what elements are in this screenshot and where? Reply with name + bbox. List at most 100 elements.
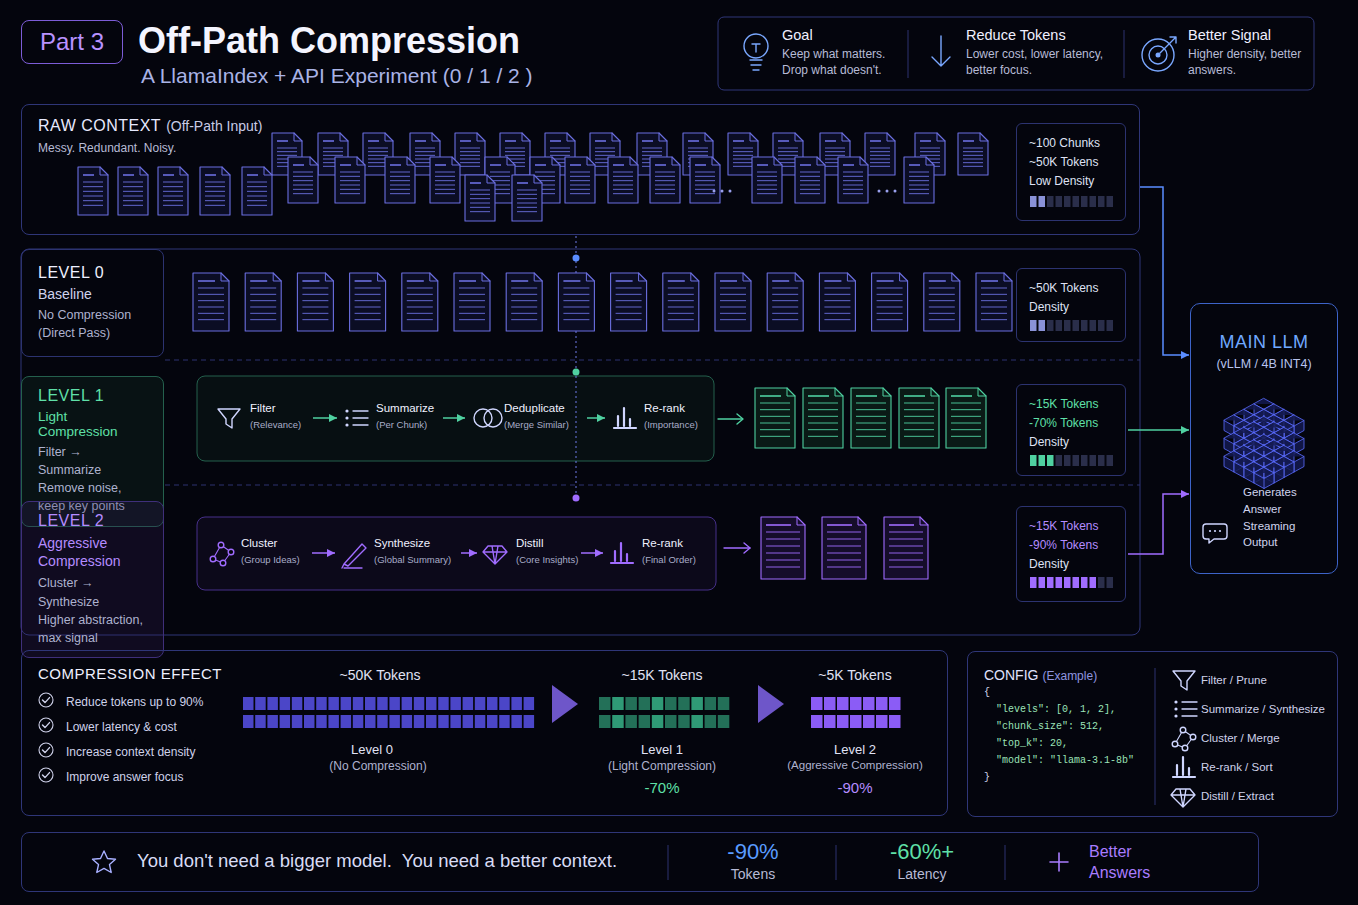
- config-panel: CONFIG(Example){"levels": [0, 1, 2],"chu…: [967, 651, 1338, 817]
- document-line: [613, 164, 624, 166]
- node-text: Density: [1029, 298, 1113, 317]
- document-icon: [920, 517, 928, 525]
- document-line: [827, 539, 861, 540]
- pipeline-step: Re-rank(Final Order): [606, 535, 710, 571]
- density-cell: [1030, 455, 1037, 466]
- token-block: [691, 697, 703, 710]
- token-block: [426, 715, 437, 728]
- document-icon: [690, 157, 720, 203]
- document-icon: [650, 157, 680, 203]
- token-block: [267, 715, 278, 728]
- check-circle: [39, 718, 53, 732]
- icon: [1182, 701, 1197, 702]
- document-line: [550, 155, 570, 156]
- document-icon: [611, 273, 647, 331]
- document-line: [460, 155, 480, 156]
- document-line: [889, 560, 923, 561]
- density-cell: [1047, 196, 1054, 207]
- document-line: [870, 162, 890, 163]
- document-line: [733, 148, 753, 149]
- document-line: [909, 172, 929, 173]
- icon: [483, 546, 507, 564]
- legend-text: Filter / Prune: [1201, 670, 1267, 690]
- token-block: [837, 715, 849, 728]
- document-icon: [558, 273, 594, 331]
- document-line: [517, 198, 537, 199]
- pipeline-step: Summarize(Per Chunk): [340, 400, 440, 436]
- document-line: [824, 288, 850, 289]
- document-line: [83, 191, 103, 192]
- density-cell: [1073, 320, 1080, 331]
- icon: [1182, 708, 1197, 709]
- pipeline-step: Cluster(Group Ideas): [205, 535, 309, 571]
- document-icon: [512, 175, 542, 221]
- density-cell: [1047, 577, 1054, 588]
- document-line: [695, 193, 715, 194]
- icon: [1214, 530, 1216, 532]
- density-cell: [1081, 455, 1088, 466]
- ellipsis-dot: [894, 190, 897, 193]
- document-line: [163, 174, 174, 176]
- document-line: [247, 205, 267, 206]
- document-line: [889, 553, 923, 554]
- document-line: [302, 319, 328, 320]
- document-line: [415, 151, 435, 152]
- node-text: Messy. Redundant. Noisy.: [38, 141, 1123, 155]
- document-line: [870, 155, 890, 156]
- document-line: [340, 176, 360, 177]
- document-icon: [140, 167, 148, 175]
- document-line: [247, 186, 267, 187]
- document-line: [435, 189, 455, 190]
- node-heading: LEVEL 2: [38, 512, 147, 530]
- document-icon: [838, 157, 868, 203]
- document-icon: [200, 167, 230, 215]
- document-icon: [639, 273, 647, 281]
- density-cell: [1030, 577, 1037, 588]
- document-icon: [335, 157, 365, 203]
- document-line: [570, 189, 590, 190]
- node-heading: Cluster: [205, 537, 309, 549]
- document-line: [870, 140, 881, 142]
- document-icon: [672, 157, 680, 165]
- step-arrow: [758, 685, 784, 723]
- flow-dot: [573, 255, 580, 262]
- document-line: [83, 205, 103, 206]
- document-line: [877, 280, 894, 282]
- rule-line: [1155, 668, 1156, 805]
- connector-arrow: [312, 552, 335, 554]
- document-line: [323, 148, 343, 149]
- density-cell: [1090, 320, 1097, 331]
- document-line: [904, 436, 934, 437]
- page-title: Off-Path Compression: [138, 20, 520, 62]
- token-block: [243, 715, 254, 728]
- node-text: Improve answer focus: [38, 765, 931, 790]
- node-text: Aggressive Compression: [38, 534, 147, 570]
- document-line: [198, 280, 215, 282]
- node-text: {: [984, 684, 1321, 701]
- node-heading: ~100 Chunks: [1029, 134, 1113, 153]
- document-line: [198, 319, 224, 320]
- document-line: [800, 176, 820, 177]
- document-line: [808, 395, 829, 397]
- document-line: [277, 140, 288, 142]
- document-icon: [904, 157, 934, 203]
- document-icon: [978, 388, 986, 396]
- document-line: [563, 307, 589, 308]
- density-cell: [1039, 455, 1046, 466]
- document-icon: [743, 273, 751, 281]
- document-line: [772, 280, 789, 282]
- document-line: [951, 416, 981, 417]
- document-line: [808, 436, 838, 437]
- icon: [228, 549, 234, 555]
- document-line: [904, 395, 925, 397]
- document-line: [843, 164, 854, 166]
- document-icon: [884, 517, 928, 579]
- token-block: [414, 697, 425, 710]
- document-line: [595, 151, 615, 152]
- goal-item: Reduce TokensLower cost, lower latency, …: [966, 25, 1120, 83]
- document-line: [205, 205, 225, 206]
- token-block: [612, 697, 624, 710]
- llm-box: MAIN LLM(vLLM / 4B INT4)Generates Answer…: [1190, 303, 1338, 574]
- document-icon: [752, 157, 782, 203]
- document-line: [505, 140, 516, 142]
